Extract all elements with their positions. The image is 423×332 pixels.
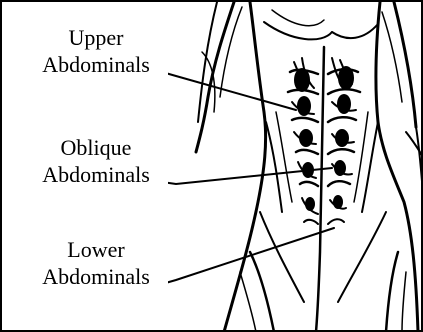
torso-right-outline <box>376 2 418 332</box>
upper-abdominals-line1: Upper <box>26 24 166 51</box>
upper-leader-line <box>162 72 296 110</box>
lower-leader-line <box>162 228 334 284</box>
lower-abdominals-label: Lower Abdominals <box>24 236 168 290</box>
upper-abdominals-label: Upper Abdominals <box>24 24 168 78</box>
left-arm <box>196 2 234 152</box>
oblique-abdominals-line2: Abdominals <box>26 161 166 188</box>
oblique-abdominals-label: Oblique Abdominals <box>24 134 168 188</box>
lower-abdominals-line2: Abdominals <box>26 263 166 290</box>
torso-left-outline <box>224 2 266 332</box>
linea-alba <box>316 47 324 332</box>
lower-abdominals-line1: Lower <box>26 236 166 263</box>
upper-abdominals-line2: Abdominals <box>26 51 166 78</box>
oblique-abdominals-line1: Oblique <box>26 134 166 161</box>
right-arm <box>394 2 416 127</box>
